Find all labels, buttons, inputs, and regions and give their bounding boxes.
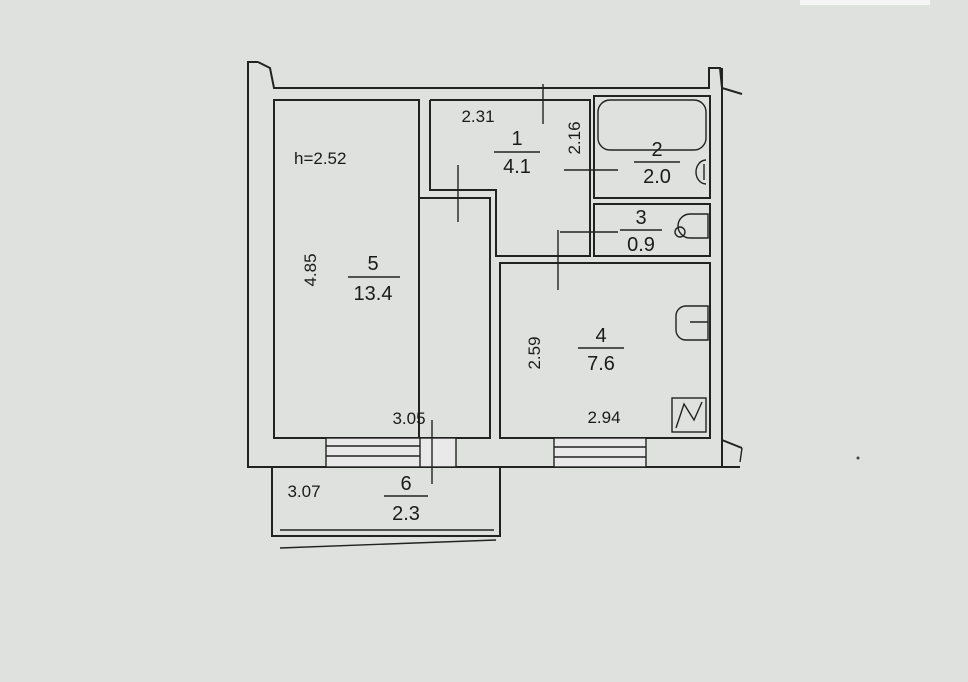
room-2-outline — [593, 95, 711, 199]
room-2-area: 2.0 — [643, 166, 671, 188]
room-1-length: 2.16 — [565, 121, 584, 154]
room-4-area: 7.6 — [587, 353, 615, 375]
ceiling-height-label: h=2.52 — [294, 149, 346, 168]
window-room-4 — [553, 437, 647, 468]
room-1-number: 1 — [511, 128, 522, 150]
room-1-outline — [429, 99, 591, 257]
room-3-outline — [593, 203, 711, 257]
room-5-number: 5 — [367, 253, 378, 275]
balcony-outline — [271, 467, 501, 549]
room-5-width: 3.05 — [392, 409, 425, 428]
room-4-length: 2.59 — [525, 336, 544, 369]
outer-walls — [247, 61, 743, 468]
room-1-width: 2.31 — [461, 107, 494, 126]
toilet-icon — [677, 213, 709, 239]
room-5-length: 4.85 — [301, 253, 320, 286]
stove-icon — [671, 397, 707, 433]
bathtub-icon — [597, 99, 707, 151]
room-6-area: 2.3 — [392, 503, 420, 525]
top-edge-strip — [800, 0, 930, 5]
room-2-number: 2 — [651, 139, 662, 161]
window-room-5 — [325, 420, 457, 484]
room-6-number: 6 — [400, 473, 411, 495]
dot-mark — [856, 456, 860, 460]
room-3-area: 0.9 — [627, 234, 655, 256]
room-4-width: 2.94 — [587, 408, 620, 427]
room-4-number: 4 — [595, 325, 606, 347]
room-3-number: 3 — [635, 207, 646, 229]
room-6-width: 3.07 — [287, 482, 320, 501]
kitchen-sink-icon — [675, 305, 709, 341]
room-1-area: 4.1 — [503, 156, 531, 178]
room-5-area: 13.4 — [354, 283, 393, 305]
sink-icon — [695, 159, 707, 185]
